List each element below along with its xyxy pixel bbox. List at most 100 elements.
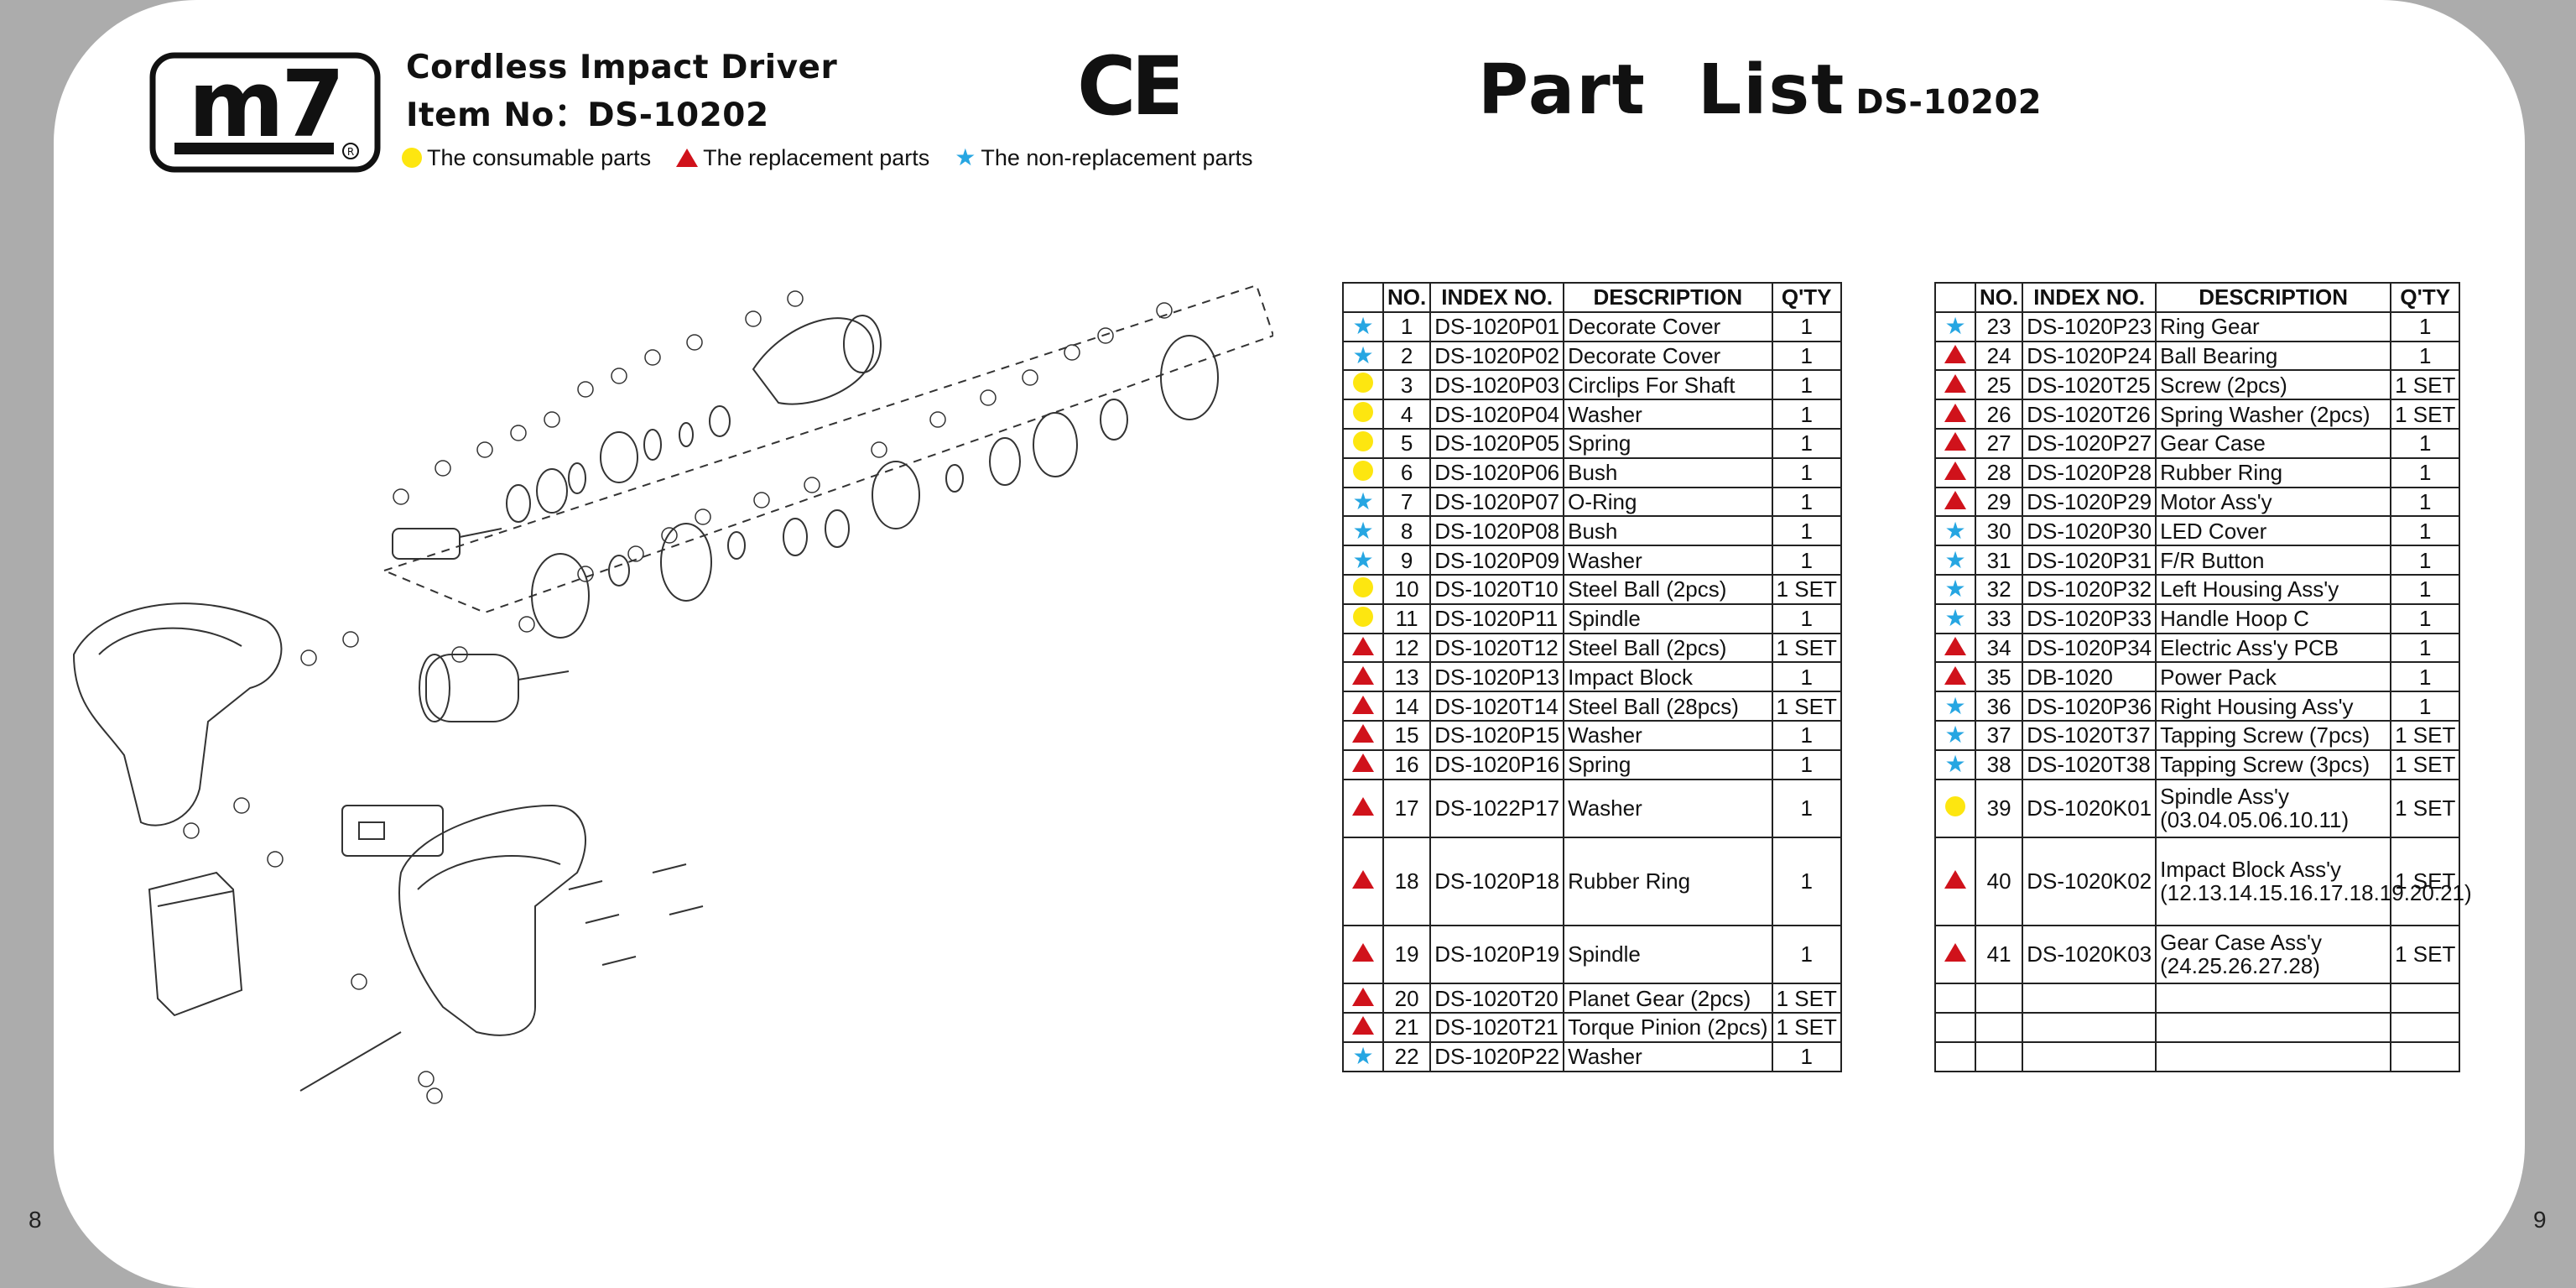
part-no-cell: 11 [1382,602,1432,634]
qty-cell: 1 [1771,545,1842,576]
blue-star-icon: ★ [1944,312,1966,341]
part-type-cell: ★ [1934,602,1976,634]
part-no-cell: 8 [1382,515,1432,547]
qty-cell: 1 [2390,632,2461,664]
part-no-cell: 41 [1974,924,2024,985]
index-no-cell: DS-1020K01 [2022,778,2157,839]
yellow-circle-icon [1353,606,1373,627]
symbol-column-header [1934,282,1976,313]
index-no-cell: DS-1020K03 [2022,924,2157,985]
part-type-cell [1342,837,1384,926]
part-no-cell: 15 [1382,719,1432,751]
part-no-cell: 33 [1974,602,2024,634]
qty-cell: 1 SET [2390,399,2461,430]
part-type-cell [1934,369,1976,401]
legend-item-non-replacement: ★ The non-replacement parts [955,145,1252,171]
qty-cell: 1 SET [2390,719,2461,751]
qty-column-header: Q'TY [1771,282,1842,313]
part-type-cell [1342,427,1384,459]
index-no-cell: DS-1020P04 [1429,399,1565,430]
red-triangle-icon [1944,403,1966,422]
red-triangle-icon [1944,461,1966,481]
description-cell: Impact Block Ass'y (12.13.14.15.16.17.18… [2155,837,2472,926]
qty-cell: 1 [1771,661,1842,693]
red-triangle-icon [1352,1016,1374,1035]
qty-cell: 1 SET [2390,748,2461,780]
index-no-cell: DS-1020T21 [1429,1011,1565,1043]
description-cell: Motor Ass'y [2155,486,2392,518]
page-number-right: 9 [2533,1207,2547,1233]
m7-logo: m7 R [149,52,381,173]
qty-cell: 1 [1771,456,1842,488]
qty-cell: 1 SET [2390,837,2461,926]
svg-text:R: R [347,146,354,158]
index-no-cell: DS-1020P34 [2022,632,2157,664]
part-type-cell [1342,369,1384,401]
part-no-cell: 28 [1974,456,2024,488]
qty-cell: 1 SET [1771,632,1842,664]
index-no-cell: DS-1020P06 [1429,456,1565,488]
qty-cell: 1 [1771,427,1842,459]
qty-cell: 1 [2390,691,2461,722]
part-no-cell [1974,1040,2024,1072]
item-number: Item No：DS-10202 [406,96,769,134]
qty-cell: 1 [1771,719,1842,751]
qty-cell: 1 SET [1771,983,1842,1014]
index-no-cell: DS-1020P29 [2022,486,2157,518]
description-cell: Steel Ball (2pcs) [1563,632,1773,664]
blue-star-icon: ★ [1944,516,1966,545]
qty-cell [2390,1040,2461,1072]
left-housing-group [72,602,283,827]
description-cell: Decorate Cover [1563,310,1773,342]
description-cell: Ball Bearing [2155,340,2392,372]
red-triangle-icon [1944,665,1966,685]
description-cell: Planet Gear (2pcs) [1563,983,1773,1014]
part-no-cell: 10 [1382,573,1432,605]
part-type-cell [1934,661,1976,693]
description-cell: Rubber Ring [1563,837,1773,926]
page-number-left: 8 [29,1207,42,1233]
blue-star-icon: ★ [1352,487,1374,515]
qty-cell: 1 [2390,486,2461,518]
description-cell: Electric Ass'y PCB [2155,632,2392,664]
legend-label: The non-replacement parts [981,144,1253,170]
part-no-cell: 22 [1382,1040,1432,1072]
part-type-cell [1934,924,1976,985]
index-no-cell: DS-1020P08 [1429,515,1565,547]
red-triangle-icon [1944,943,1966,962]
description-cell: Power Pack [2155,661,2392,693]
part-type-cell: ★ [1934,515,1976,547]
blue-star-icon: ★ [1352,341,1374,369]
part-no-cell: 5 [1382,427,1432,459]
part-no-cell: 7 [1382,486,1432,518]
part-type-cell: ★ [1934,573,1976,605]
qty-cell: 1 [1771,837,1842,926]
index-no-cell [2022,983,2157,1014]
part-no-cell: 23 [1974,310,2024,342]
part-no-cell: 30 [1974,515,2024,547]
qty-cell: 1 [1771,748,1842,780]
description-cell: Tapping Screw (3pcs) [2155,748,2392,780]
index-no-cell: DS-1020P13 [1429,661,1565,693]
qty-cell: 1 [1771,369,1842,401]
description-cell: Handle Hoop C [2155,602,2392,634]
index-no-cell: DS-1020P30 [2022,515,2157,547]
part-type-cell [1934,340,1976,372]
part-type-cell: ★ [1342,340,1384,372]
yellow-circle-icon [402,148,422,168]
part-no-cell: 20 [1382,983,1432,1014]
part-type-cell [1342,719,1384,751]
red-triangle-icon [1352,665,1374,685]
